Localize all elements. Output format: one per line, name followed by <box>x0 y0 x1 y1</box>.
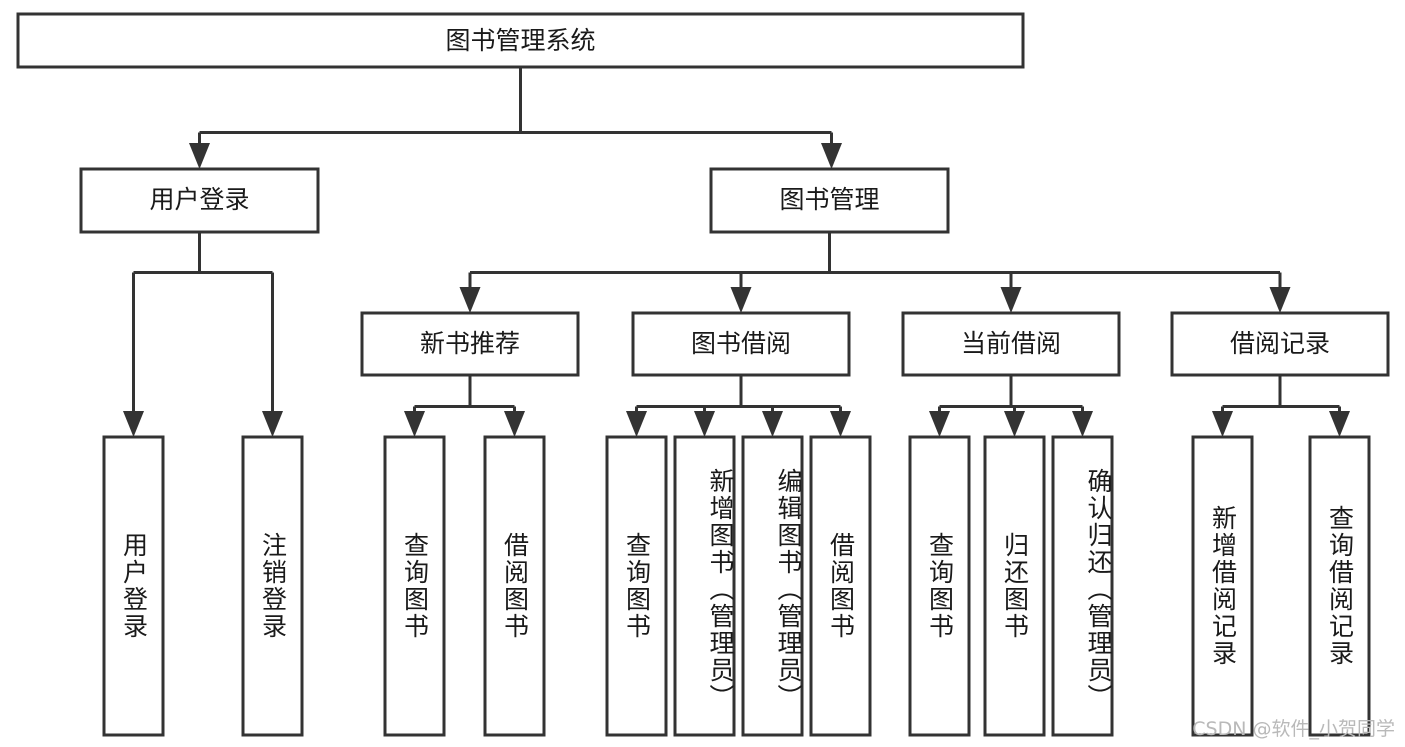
arrow-to-book-borrow <box>730 287 752 313</box>
arrow-to-leaf-query-book-1 <box>404 411 425 437</box>
node-box-leaf-user-login[interactable] <box>102 435 165 737</box>
watermark-text: CSDN @软件_小贺同学 <box>1192 718 1395 740</box>
node-label-current-borrow: 当前借阅 <box>961 329 1061 358</box>
arrow-to-leaf-add-record <box>1212 411 1233 437</box>
node-box-current-borrow[interactable] <box>901 311 1121 377</box>
edge-current-borrow-trunk <box>938 375 1084 415</box>
arrow-to-borrow-record <box>1269 287 1291 313</box>
node-box-leaf-query-book-2[interactable] <box>605 435 668 737</box>
arrow-to-leaf-edit-book <box>762 411 783 437</box>
node-box-leaf-logout[interactable] <box>241 435 304 737</box>
arrow-to-leaf-user-login <box>123 411 144 437</box>
node-box-leaf-query-record[interactable] <box>1308 435 1371 737</box>
node-box-leaf-borrow-book-2[interactable] <box>809 435 872 737</box>
node-label-user-login: 用户登录 <box>149 185 249 214</box>
node-box-leaf-query-book-1[interactable] <box>383 435 446 737</box>
node-label-book-manage: 图书管理 <box>779 185 879 214</box>
edge-book-borrow-trunk <box>635 375 842 415</box>
arrow-to-leaf-query-book-2 <box>626 411 647 437</box>
arrow-to-leaf-query-book-3 <box>929 411 950 437</box>
arrow-to-leaf-borrow-book-1 <box>504 411 525 437</box>
arrow-to-leaf-add-book <box>694 411 715 437</box>
edges-layer <box>123 67 1350 437</box>
node-box-user-login[interactable] <box>79 167 320 234</box>
arrow-to-leaf-confirm-return <box>1072 411 1093 437</box>
edge-user-login-trunk <box>132 232 274 415</box>
node-box-leaf-confirm-return[interactable] <box>1051 435 1114 737</box>
edge-new-book-recommend-trunk <box>413 375 516 415</box>
node-box-leaf-edit-book[interactable] <box>741 435 804 737</box>
node-box-leaf-add-record[interactable] <box>1191 435 1254 737</box>
arrow-to-user-login <box>189 143 210 169</box>
node-box-borrow-record[interactable] <box>1170 311 1390 377</box>
node-label-root: 图书管理系统 <box>445 26 595 55</box>
node-label-borrow-record: 借阅记录 <box>1230 329 1330 358</box>
node-box-book-borrow[interactable] <box>631 311 851 377</box>
nodes-layer: 图书管理系统 用户登录 图书管理 新书推荐 图书借阅 当前借阅 借阅记录 <box>16 12 1390 737</box>
node-box-leaf-query-book-3[interactable] <box>908 435 971 737</box>
node-label-new-book-recommend: 新书推荐 <box>420 329 520 358</box>
edge-book-manage-trunk <box>468 232 1282 291</box>
arrow-to-new-book-recommend <box>459 287 481 313</box>
arrow-to-current-borrow <box>1000 287 1022 313</box>
node-box-new-book-recommend[interactable] <box>360 311 580 377</box>
node-box-root[interactable] <box>16 12 1025 69</box>
arrow-to-leaf-borrow-book-2 <box>830 411 851 437</box>
node-label-book-borrow: 图书借阅 <box>691 329 791 358</box>
node-box-book-manage[interactable] <box>709 167 950 234</box>
node-box-leaf-borrow-book-1[interactable] <box>483 435 546 737</box>
arrow-to-leaf-query-record <box>1329 411 1350 437</box>
edge-borrow-record-trunk <box>1221 375 1341 415</box>
arrow-to-book-manage <box>821 143 842 169</box>
edge-root-trunk <box>198 67 833 147</box>
node-box-leaf-return-book[interactable] <box>983 435 1046 737</box>
arrow-to-leaf-return-book <box>1004 411 1025 437</box>
node-box-leaf-add-book[interactable] <box>673 435 736 737</box>
arrow-to-leaf-logout <box>262 411 283 437</box>
